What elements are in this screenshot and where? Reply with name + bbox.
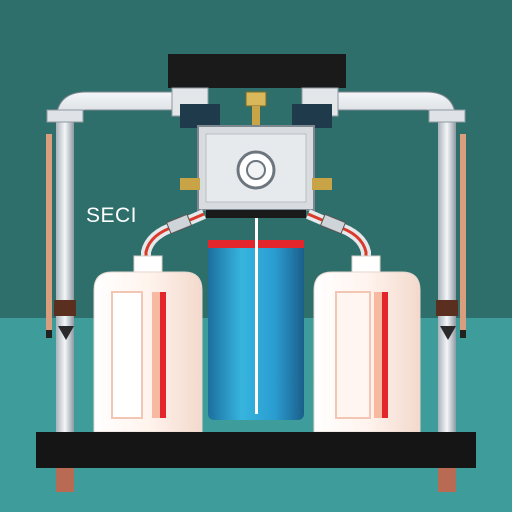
right-hose <box>306 209 371 262</box>
right-tank <box>313 255 421 433</box>
top-bar <box>168 54 346 88</box>
base-plate <box>36 432 476 468</box>
left-mount <box>180 104 220 128</box>
right-copper-tube <box>460 134 466 338</box>
right-mount <box>292 104 332 128</box>
equipment-label: SECI <box>86 204 138 227</box>
left-tank <box>93 255 203 433</box>
central-column <box>208 218 304 420</box>
left-copper-tube <box>46 134 52 338</box>
valve-body <box>180 125 332 218</box>
left-leg <box>56 468 74 492</box>
left-hose <box>141 209 206 262</box>
valve-stem <box>245 91 267 128</box>
right-leg <box>438 468 456 492</box>
